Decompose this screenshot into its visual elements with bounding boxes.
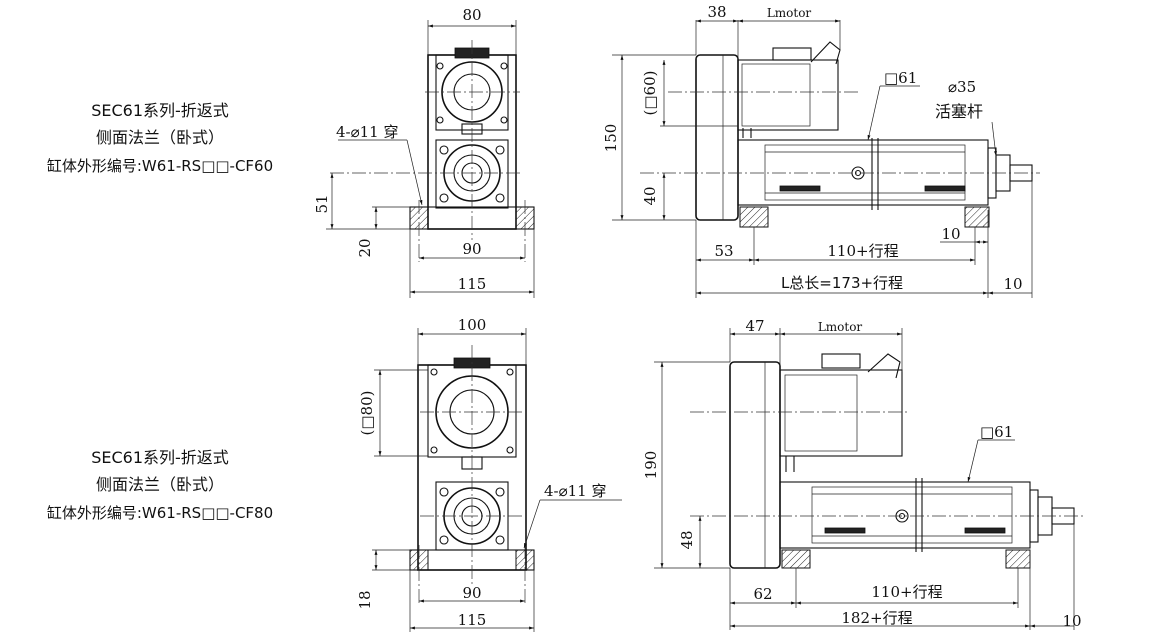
- top-dim-53: 53: [714, 242, 733, 260]
- top-side-cylinder: [737, 139, 989, 206]
- top-side-view: 38 Lmotor 150 (□60) 40 □61 ⌀35 活塞杆 53 11…: [602, 3, 1040, 298]
- top-title-block: SEC61系列-折返式 侧面法兰（卧式） 缸体外形编号:W61-RS□□-CF6…: [47, 101, 273, 175]
- bottom-dim-18: 18: [356, 590, 374, 609]
- bottom-title-block: SEC61系列-折返式 侧面法兰（卧式） 缸体外形编号:W61-RS□□-CF8…: [47, 448, 273, 522]
- top-side-foot-left: [739, 206, 769, 228]
- bottom-dim-62: 62: [753, 585, 772, 603]
- bottom-title-line2: 侧面法兰（卧式）: [96, 475, 224, 494]
- top-side-flange: [695, 54, 739, 221]
- bottom-side-cylinder: [779, 481, 1031, 549]
- bottom-dim-100: 100: [458, 316, 487, 334]
- bottom-dim-total: 182+行程: [841, 609, 912, 627]
- top-dim-stroke: 110+行程: [827, 242, 898, 260]
- bottom-dim-48: 48: [678, 530, 696, 549]
- top-dim-38: 38: [707, 3, 726, 21]
- bottom-dim-square-61: □61: [980, 423, 1013, 441]
- bottom-title-line3: 缸体外形编号:W61-RS□□-CF80: [47, 504, 273, 522]
- bottom-dim-stroke: 110+行程: [871, 583, 942, 601]
- bottom-side-flange: [729, 361, 781, 569]
- top-dim-20: 20: [356, 238, 374, 257]
- bottom-side-foot-right: [1005, 549, 1031, 569]
- top-front-view: 80 90 115 51 20 4-⌀11 穿: [313, 6, 535, 298]
- bottom-dim-47: 47: [745, 317, 764, 335]
- bottom-front-view: 100 (□80) 4-⌀11 穿 90 115 18: [356, 316, 622, 632]
- top-dim-51: 51: [313, 194, 331, 213]
- bottom-dim-90: 90: [462, 584, 481, 602]
- top-dim-total: L总长=173+行程: [781, 274, 903, 292]
- top-dim-80: 80: [462, 6, 481, 24]
- top-dim-rod-dia: ⌀35: [948, 78, 976, 96]
- top-side-motor: [737, 59, 839, 131]
- top-title-line3: 缸体外形编号:W61-RS□□-CF60: [47, 157, 273, 175]
- top-dim-90: 90: [462, 240, 481, 258]
- bottom-hole-callout: 4-⌀11 穿: [544, 482, 607, 500]
- top-dim-115: 115: [458, 275, 487, 293]
- bottom-title-line1: SEC61系列-折返式: [91, 448, 229, 467]
- top-dim-10-upper: 10: [941, 225, 960, 243]
- bottom-dim-lmotor: Lmotor: [818, 320, 863, 334]
- top-hole-callout: 4-⌀11 穿: [336, 123, 399, 141]
- bottom-dim-190: 190: [642, 451, 660, 480]
- top-title-line1: SEC61系列-折返式: [91, 101, 229, 120]
- top-dim-motor-sq: (□60): [641, 71, 659, 116]
- top-rod-label: 活塞杆: [935, 102, 983, 121]
- top-side-foot-right: [964, 206, 990, 228]
- bottom-side-view: 47 Lmotor 190 48 □61 62 110+行程 182+行程 10: [642, 317, 1085, 630]
- top-dim-40: 40: [641, 186, 659, 205]
- top-dim-lmotor: Lmotor: [767, 6, 812, 20]
- top-dim-10-lower: 10: [1003, 275, 1022, 293]
- top-dim-square-61: □61: [884, 69, 917, 87]
- bottom-side-motor: [779, 369, 903, 457]
- bottom-dim-motor-sq: (□80): [358, 391, 376, 436]
- top-title-line2: 侧面法兰（卧式）: [96, 128, 224, 147]
- bottom-dim-115: 115: [458, 611, 487, 629]
- top-dim-150: 150: [602, 124, 620, 153]
- bottom-side-foot-left: [781, 549, 811, 569]
- bottom-dim-10: 10: [1062, 612, 1081, 630]
